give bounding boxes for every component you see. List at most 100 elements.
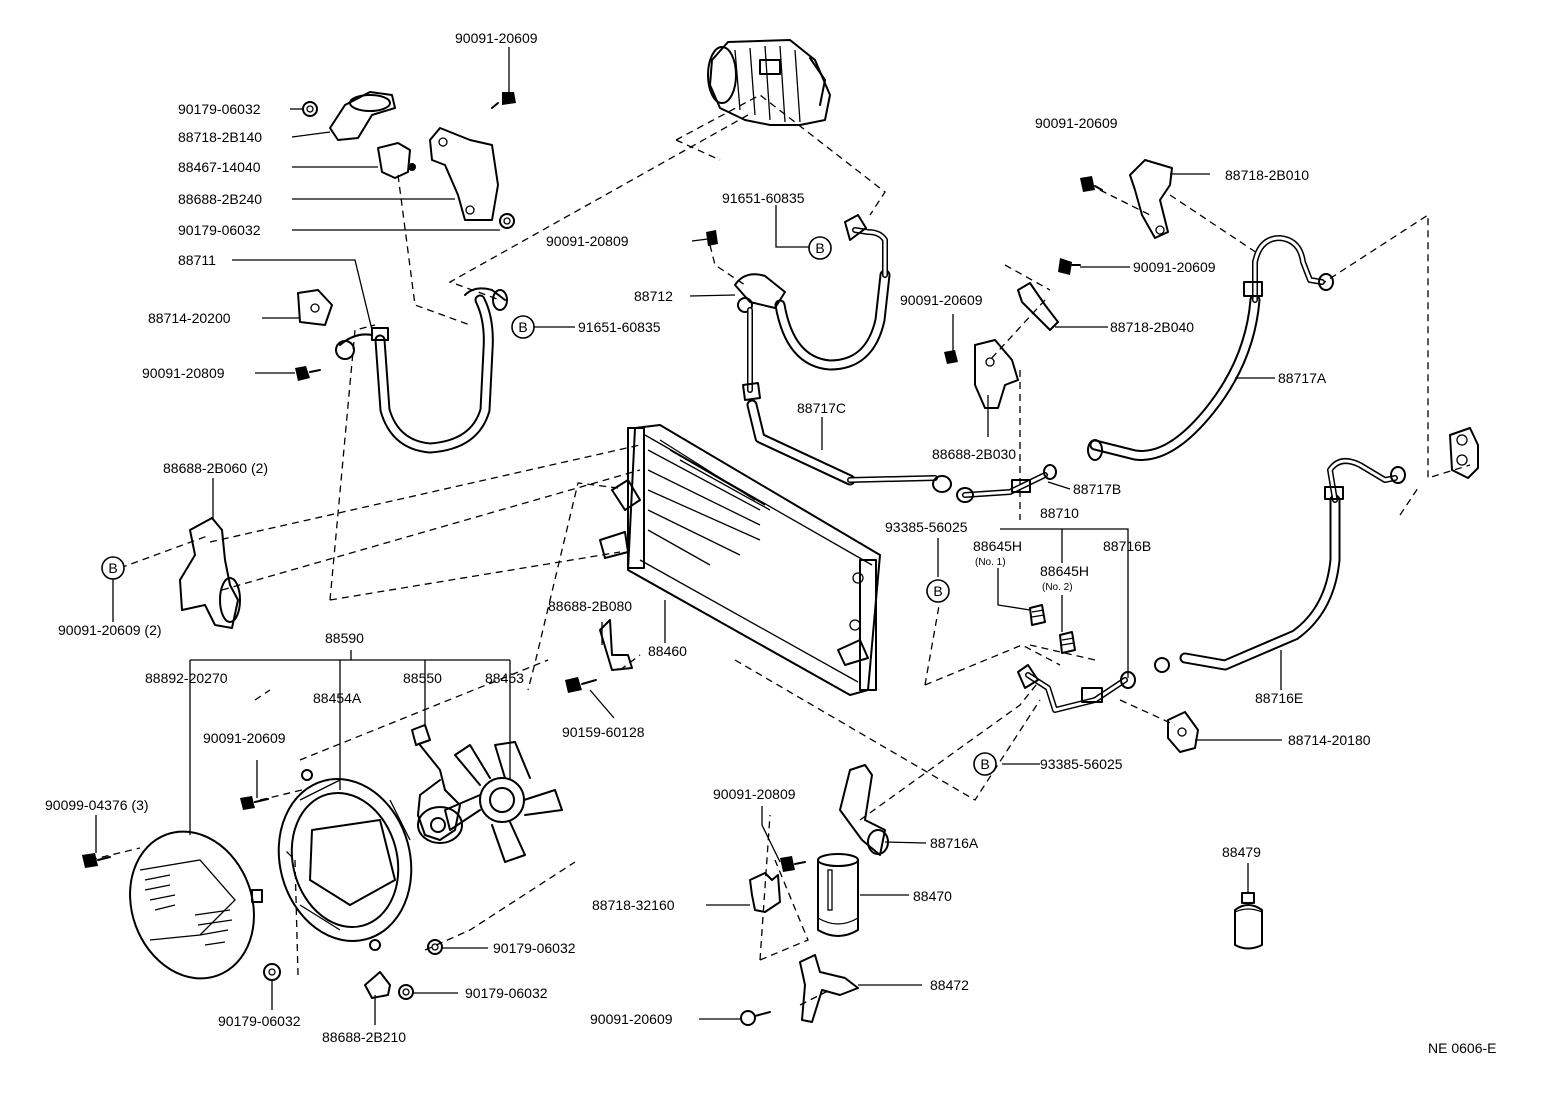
pressure-switch-88645H-no2 xyxy=(1059,631,1076,654)
bracket-88688-2B030 xyxy=(974,339,1019,409)
label-88716B: 88716B xyxy=(1103,538,1151,554)
label-90091-20809-b: 90091-20809 xyxy=(546,233,629,249)
label-88688-2B080: 88688-2B080 xyxy=(548,598,632,614)
nut-90179-06032-a xyxy=(302,101,318,117)
nut-90179-06032-c xyxy=(263,963,281,981)
label-88717A: 88717A xyxy=(1278,370,1327,386)
label-88479: 88479 xyxy=(1222,844,1261,860)
bracket-88688-2B060 xyxy=(179,517,241,629)
compressor-oil-88479 xyxy=(1234,892,1263,950)
label-88645H-no1-note: (No. 1) xyxy=(975,557,1006,568)
label-90179-06032-a: 90179-06032 xyxy=(178,101,261,117)
receiver-bracket-88716A xyxy=(839,764,889,856)
label-88718-32160: 88718-32160 xyxy=(592,897,675,913)
part-number-labels: 90091-20609 90179-06032 88718-2B140 8846… xyxy=(45,30,1496,1056)
label-88645H-no2: 88645H xyxy=(1040,563,1089,579)
label-90091-20809-a: 90091-20809 xyxy=(142,365,225,381)
bolt-90091-20809-b xyxy=(706,230,718,246)
label-88718-2B140: 88718-2B140 xyxy=(178,129,262,145)
label-90179-06032-e: 90179-06032 xyxy=(218,1013,301,1029)
label-90091-20609-top: 90091-20609 xyxy=(455,30,538,46)
label-88688-2B030: 88688-2B030 xyxy=(932,446,1016,462)
bracket-88718-2B010 xyxy=(1129,159,1173,239)
label-88453: 88453 xyxy=(485,670,524,686)
leader-lines xyxy=(95,47,1282,1025)
label-88454A: 88454A xyxy=(313,690,362,706)
label-88718-2B010: 88718-2B010 xyxy=(1225,167,1309,183)
label-88590: 88590 xyxy=(325,630,364,646)
bolt-90091-20609-bot xyxy=(740,1010,771,1026)
bolt-90091-20609-f xyxy=(240,796,269,810)
label-88717C: 88717C xyxy=(797,400,846,416)
marker-b-3: B xyxy=(101,556,125,580)
clamp-88718-2B140 xyxy=(329,91,396,141)
label-88716A: 88716A xyxy=(930,835,979,851)
fan-motor-shroud-88454A xyxy=(277,769,413,951)
label-91651-60835-b: 91651-60835 xyxy=(722,190,805,206)
label-88711: 88711 xyxy=(178,252,216,268)
bracket-88718-32160 xyxy=(749,872,781,913)
bolt-90091-20609-r1 xyxy=(1080,176,1103,192)
svg-text:B: B xyxy=(980,756,989,772)
label-90091-20609-f: 90091-20609 xyxy=(203,730,286,746)
fan-motor-88550 xyxy=(411,724,463,844)
condenser-88460 xyxy=(599,424,881,696)
marker-b-2: B xyxy=(511,315,535,339)
compressor xyxy=(707,39,831,126)
label-88645H-no1: 88645H xyxy=(973,538,1022,554)
label-90179-06032-b: 90179-06032 xyxy=(178,222,261,238)
nut-90179-06032-e xyxy=(398,984,414,1000)
label-88716E: 88716E xyxy=(1255,690,1303,706)
label-88718-2B040: 88718-2B040 xyxy=(1110,319,1194,335)
svg-text:B: B xyxy=(933,583,942,599)
receiver-dryer-88470 xyxy=(817,853,859,937)
flange-plate xyxy=(1449,427,1479,479)
label-88550: 88550 xyxy=(403,670,442,686)
clip-88714-20180 xyxy=(1167,711,1199,753)
label-88688-2B240: 88688-2B240 xyxy=(178,191,262,207)
label-91651-60835-a: 91651-60835 xyxy=(578,319,661,335)
svg-text:B: B xyxy=(815,240,824,256)
bracket-88688-2B210 xyxy=(364,971,391,999)
diagram-id: NE 0606-E xyxy=(1428,1040,1496,1056)
fan-shroud-88892-20270 xyxy=(129,830,263,980)
suction-hose-88717A xyxy=(1087,235,1334,461)
label-90091-20609-2: 90091-20609 (2) xyxy=(58,622,162,638)
label-90099-04376: 90099-04376 (3) xyxy=(45,797,149,813)
assembly-dashed-lines xyxy=(89,94,1471,1006)
mount-88467-14040 xyxy=(377,142,416,179)
label-88470: 88470 xyxy=(913,888,952,904)
liquid-pipe-88717C xyxy=(746,399,952,493)
bracket-88688-2B080 xyxy=(599,619,633,671)
pipe-88716B xyxy=(1017,664,1136,713)
bolt-90091-20609-r3 xyxy=(944,350,958,364)
label-90091-20609-bot: 90091-20609 xyxy=(590,1011,673,1027)
label-88467-14040: 88467-14040 xyxy=(178,159,261,175)
label-90179-06032-c: 90179-06032 xyxy=(493,940,576,956)
svg-text:B: B xyxy=(108,560,117,576)
bracket-88472 xyxy=(799,954,859,1023)
bolt-90091-20809-a xyxy=(295,366,321,381)
bracket-88688-2B240 xyxy=(429,127,499,221)
pressure-switch-88645H-no1 xyxy=(1029,604,1046,626)
nut-90179-06032-b xyxy=(499,213,515,229)
fan-88453 xyxy=(444,741,563,863)
liquid-pipe-88717B xyxy=(956,464,1057,503)
label-88710: 88710 xyxy=(1040,505,1079,521)
label-90091-20609-r3: 90091-20609 xyxy=(900,292,983,308)
bolt-90091-20809-c xyxy=(780,856,806,872)
label-88460: 88460 xyxy=(648,643,687,659)
label-88688-2B060: 88688-2B060 (2) xyxy=(163,460,268,476)
label-88712: 88712 xyxy=(634,288,673,304)
bolt-90091-20609-top xyxy=(491,92,516,109)
label-88472: 88472 xyxy=(930,977,969,993)
label-88688-2B210: 88688-2B210 xyxy=(322,1029,406,1045)
label-90159-60128: 90159-60128 xyxy=(562,724,645,740)
label-93385-56025-b: 93385-56025 xyxy=(1040,756,1123,772)
marker-b-5: B xyxy=(973,752,997,776)
label-90091-20609-r2: 90091-20609 xyxy=(1133,259,1216,275)
marker-b-1: B xyxy=(808,236,832,260)
label-88714-20200: 88714-20200 xyxy=(148,310,231,326)
bolt-90159-60128 xyxy=(565,677,597,693)
bolt-90099-04376 xyxy=(82,853,111,868)
